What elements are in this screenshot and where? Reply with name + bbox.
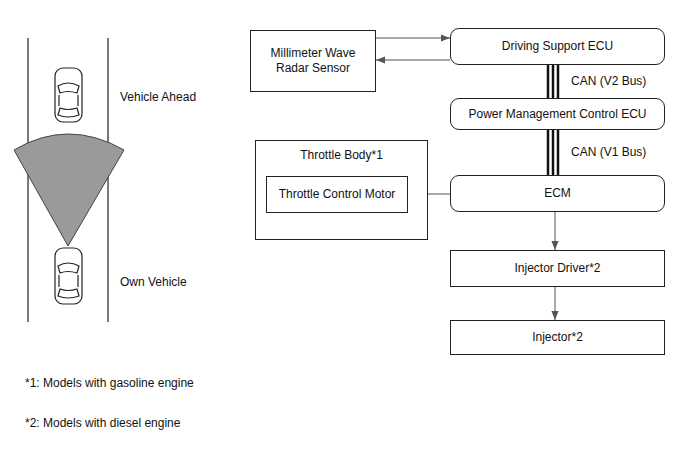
footnote: *2: Models with diesel engine [25,416,180,430]
bus-label: CAN (V2 Bus) [569,74,648,88]
own-vehicle [55,248,82,304]
node-text: ECM [540,186,575,201]
signal-arrow [555,287,556,320]
vehicle-ahead [55,68,82,122]
node-text: Millimeter Wave Radar Sensor [251,46,375,76]
node-text: Injector Driver*2 [510,261,604,276]
node-text: Power Management Control ECU [464,107,650,122]
node-text: Throttle Body*1 [296,148,387,163]
signal-arrow [555,212,556,250]
road-line [27,38,28,322]
can-bus [548,130,558,175]
node-text: Throttle Control Motor [275,187,400,202]
bus-label: CAN (V1 Bus) [569,145,648,159]
sensor-box: Millimeter Wave Radar Sensor [250,30,376,92]
radar-beam [14,134,124,246]
ecu-box: Power Management Control ECU [450,98,665,130]
footnote: *1: Models with gasoline engine [25,376,194,390]
ecu-box: Driving Support ECU [450,28,665,65]
can-bus [548,65,558,98]
motor-box: Throttle Control Motor [266,176,408,213]
signal-arrow [376,38,450,39]
injector-box: Injector*2 [450,320,665,355]
signal-arrow [376,60,450,61]
vehicle-label: Own Vehicle [120,275,187,289]
component-housing: Throttle Body*1Throttle Control Motor [255,140,428,240]
vehicle-label: Vehicle Ahead [120,90,196,104]
node-text: Injector*2 [528,330,587,345]
node-text: Driving Support ECU [498,39,617,54]
driver-box: Injector Driver*2 [450,250,665,287]
road-line [107,38,108,322]
ecu-box: ECM [450,175,665,212]
